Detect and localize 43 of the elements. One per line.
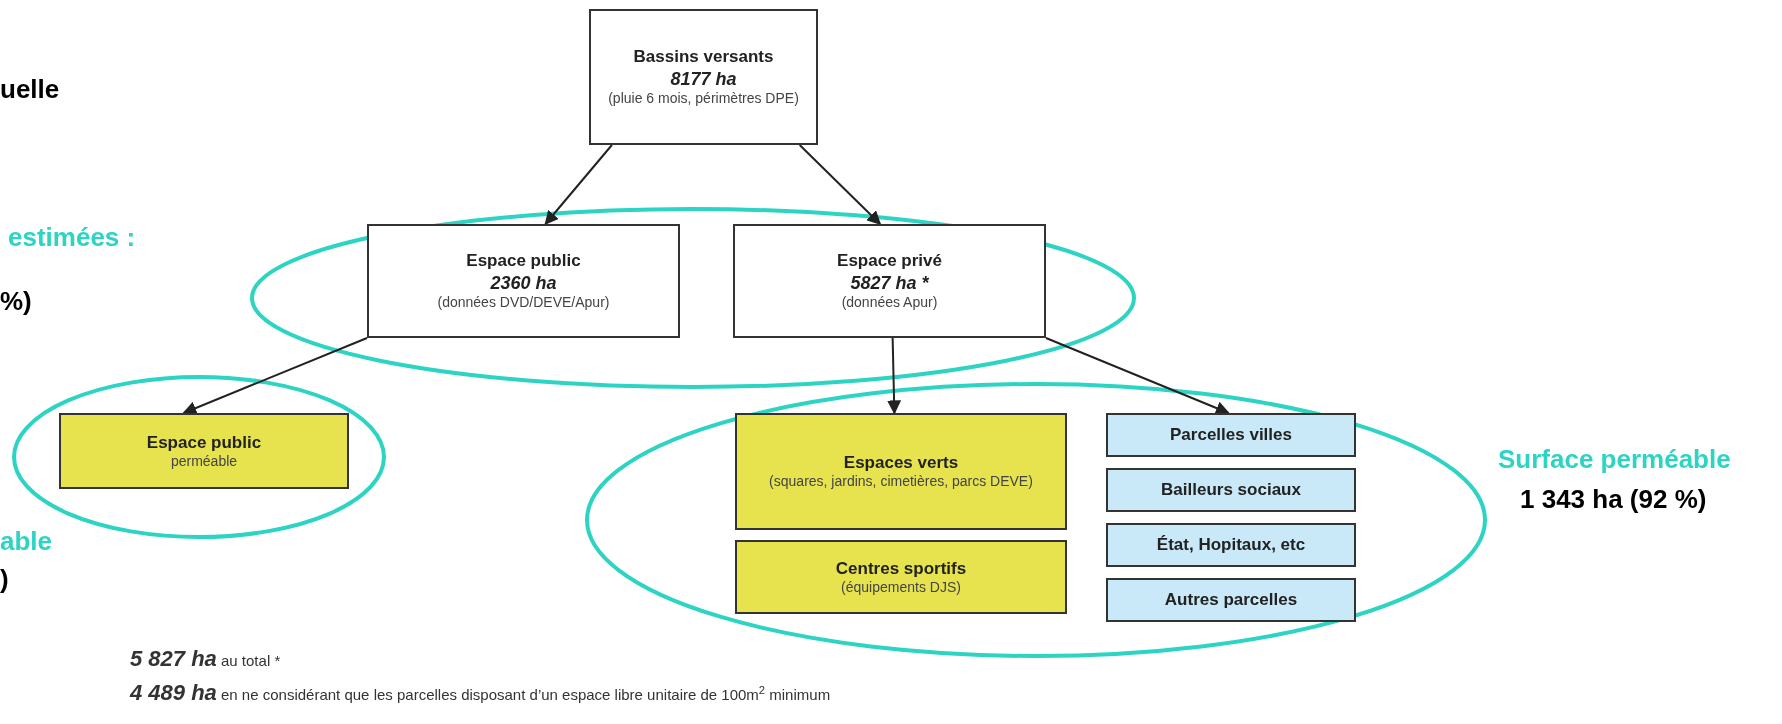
box-title: Espaces verts [843, 452, 959, 474]
category-box [1106, 468, 1356, 512]
box-detail: (pluie 6 mois, périmètres DPE) [608, 90, 799, 108]
box-detail: perméable [170, 452, 238, 471]
category-box [59, 413, 349, 489]
category-box [1106, 578, 1356, 622]
box-detail: (équipements DJS) [841, 578, 961, 597]
box-title: Espace privé [837, 250, 942, 272]
box-title: Bassins versants [633, 46, 774, 68]
box-detail: (données Apur) [841, 294, 938, 312]
box-title: Espace public [466, 250, 581, 272]
surface-heading: Surface perméable [1498, 443, 1731, 476]
heading-fragment: estimées : [8, 221, 136, 254]
box-title: Centres sportifs [835, 557, 967, 579]
box-title: Espace public [146, 431, 262, 453]
arrow [544, 144, 613, 226]
box-detail: (squares, jardins, cimetières, parcs DEVE) [769, 473, 1033, 491]
arrow [798, 144, 882, 225]
surface-value: 1 343 ha (92 %) [1520, 483, 1707, 516]
category-box [589, 9, 818, 145]
value-fragment: %) [0, 285, 32, 318]
category-box [367, 224, 680, 338]
box-title: Parcelles villes [1170, 424, 1292, 446]
arrow [887, 337, 902, 415]
box-detail: (données DVD/DEVE/Apur) [437, 294, 610, 312]
total-note: 5 827 ha au total * [130, 645, 281, 673]
category-box [1106, 413, 1356, 457]
category-box [735, 540, 1067, 614]
box-detail: 5827 ha * [850, 271, 929, 295]
box-title: État, Hopitaux, etc [1156, 534, 1306, 556]
category-box [735, 413, 1067, 530]
arrow [182, 337, 368, 415]
box-title: Bailleurs sociaux [1161, 479, 1301, 501]
heading-fragment: able [0, 525, 53, 558]
heading-fragment: uelle [0, 73, 60, 106]
arrow [1045, 337, 1230, 415]
value-fragment: ) [0, 563, 9, 596]
category-box [733, 224, 1046, 338]
box-title: Autres parcelles [1164, 589, 1298, 611]
threshold-note: 4 489 ha en ne considérant que les parcelles disposant d’un espace libre unitaire de 100m$^{2}$ minimum [130, 679, 831, 707]
box-detail: 8177 ha [670, 67, 737, 91]
category-box [1106, 523, 1356, 567]
box-detail: 2360 ha [490, 271, 557, 295]
